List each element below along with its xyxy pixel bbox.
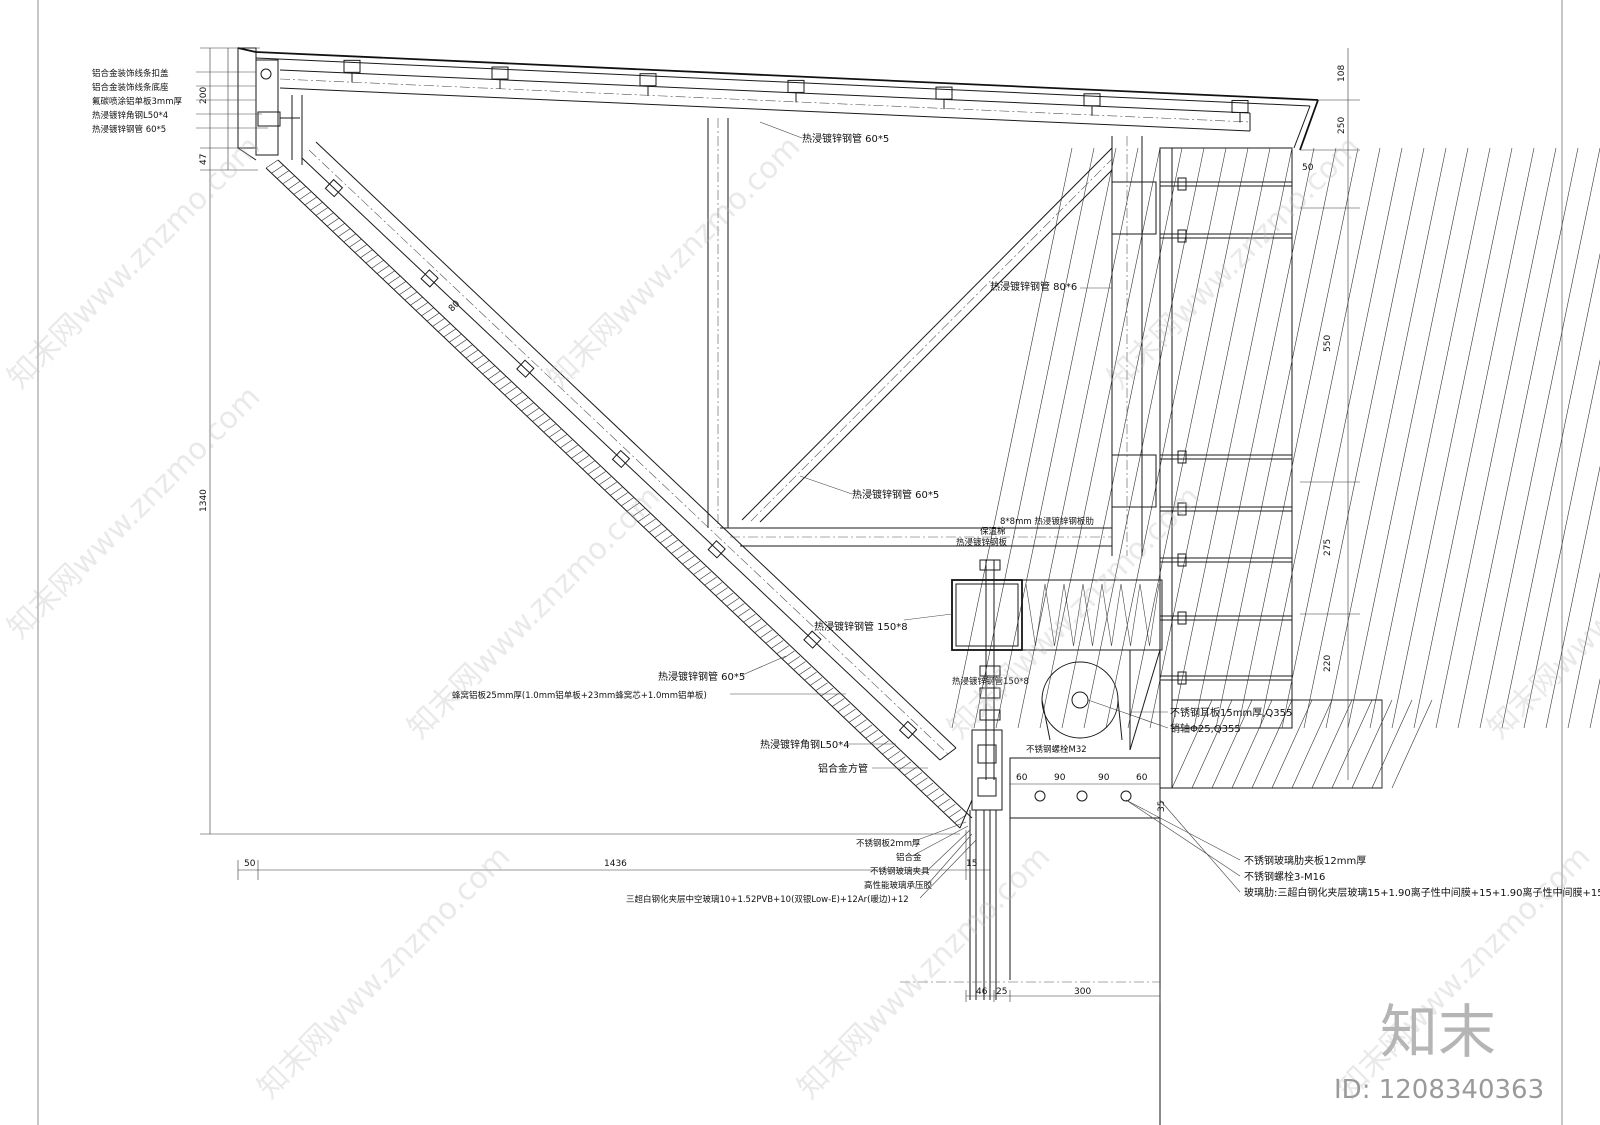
label-post-80x6: 热浸镀锌钢管 80*6 (990, 280, 1077, 293)
label-rib-plate: 8*8mm 热浸镀锌钢板肋 (1000, 516, 1094, 527)
labels-bottom: 不锈钢板2mm厚 铝合金 不锈钢玻璃夹具 高性能玻璃承压胶 三超白钢化夹层中空玻… (626, 821, 977, 905)
insulation-box (1021, 579, 1163, 651)
label-pin: 销轴Φ25,Q355 (1170, 722, 1241, 735)
dim-550: 550 (1323, 335, 1333, 352)
label-steel-plate: 热浸镀锌钢板 (956, 537, 1008, 548)
wall-anchors (1160, 177, 1292, 685)
label-cap: 铝合金装饰线条扣盖 (92, 68, 169, 79)
glass-clamp (959, 729, 1003, 829)
dimension-right: 108 250 550 275 220 50 80 (447, 48, 1360, 780)
label-angle: 热浸镀锌角钢L50*4 (92, 110, 168, 121)
dim-220: 220 (1323, 655, 1333, 672)
label-glass: 三超白钢化夹层中空玻璃10+1.52PVB+10(双银Low-E)+12Ar(暖… (626, 894, 909, 905)
label-honeycomb: 蜂窝铝板25mm厚(1.0mm铝单板+23mm蜂窝芯+1.0mm铝单板) (452, 690, 707, 701)
watermark-text: 知末网www.znzmo.com (1101, 129, 1367, 395)
diagonal-brace-60x5 (741, 147, 1113, 523)
dim-50: 50 (244, 859, 256, 869)
inner-post-left (291, 95, 303, 165)
dim-plate-60a: 60 (1016, 773, 1028, 783)
label-alu-tube: 铝合金方管 (818, 762, 868, 775)
watermark-text: 知末网www.znzmo.com (1, 379, 267, 645)
watermark-text: 知末网www.znzmo.com (251, 839, 517, 1105)
labels-left: 铝合金装饰线条扣盖 铝合金装饰线条底座 氟碳喷涂铝单板3mm厚 热浸镀锌角钢L5… (92, 68, 268, 135)
watermark-text: 知末网www.znzmo.com (401, 479, 667, 745)
dim-1340: 1340 (199, 489, 209, 512)
watermark-layer: 知末网www.znzmo.com 知末网www.znzmo.com 知末网www… (1, 129, 1600, 1105)
label-base: 铝合金装饰线条底座 (92, 82, 169, 93)
label-rib-clamp: 不锈钢玻璃肋夹板12mm厚 (1244, 854, 1366, 867)
label-sealant: 高性能玻璃承压胶 (864, 880, 933, 891)
label-bolt-m16: 不锈钢螺栓3-M16 (1244, 870, 1325, 883)
dim-108: 108 (1337, 65, 1347, 82)
glass-rib-plate (1009, 757, 1161, 1125)
label-alu-panel: 氟碳喷涂铝单板3mm厚 (92, 96, 182, 107)
label-clamp: 不锈钢玻璃夹具 (870, 866, 930, 877)
dim-1436: 1436 (604, 859, 627, 869)
dim-275: 275 (1323, 539, 1333, 556)
labels-frame: 热浸镀锌钢管 60*5 热浸镀锌钢管 80*6 热浸镀锌钢管 60*5 8*8m… (759, 121, 1112, 633)
sloped-honeycomb-panel (265, 159, 973, 829)
vertical-post-80x6 (1111, 136, 1157, 556)
image-id: ID: 1208340363 (1334, 1075, 1544, 1105)
labels-slope: 热浸镀锌钢管 60*5 蜂窝铝板25mm厚(1.0mm铝单板+23mm蜂窝芯+1… (452, 655, 928, 775)
bottom-chord (720, 527, 1112, 547)
dim-250: 250 (1337, 117, 1347, 134)
label-tube: 热浸镀锌钢管 60*5 (92, 124, 166, 135)
labels-connection: 热浸镀锌钢管150*8 不锈钢耳板15mm厚,Q355 销轴Φ25,Q355 不… (952, 676, 1292, 755)
vertical-glass (900, 810, 1160, 1000)
dimension-left: 200 47 1340 (199, 47, 960, 835)
label-lug: 不锈钢耳板15mm厚,Q355 (1170, 706, 1292, 719)
dim-47: 47 (199, 154, 209, 165)
concrete-wall (951, 147, 1600, 789)
dimension-bottom: 50 1436 15 46 25 300 (237, 830, 1161, 1002)
tube-150x8 (951, 579, 1023, 651)
bolt-rod (979, 559, 1001, 780)
watermark-text: 知末网www.znzmo.com (1, 129, 267, 395)
vertical-tube-middle (707, 118, 729, 528)
dim-slope-80: 80 (447, 299, 462, 314)
roof-cap (237, 47, 1319, 151)
brand-logo: 知末 (1380, 998, 1496, 1066)
slope-clips (324, 178, 918, 740)
watermark-text: 知末网www.znzmo.com (791, 839, 1057, 1105)
dim-300: 300 (1074, 987, 1091, 997)
label-slope-tube: 热浸镀锌钢管 60*5 (658, 670, 745, 683)
labels-bottom-right: 不锈钢玻璃肋夹板12mm厚 不锈钢螺栓3-M16 玻璃肋:三超白钢化夹层玻璃15… (1125, 799, 1600, 899)
dim-plate-90b: 90 (1098, 773, 1110, 783)
lug-plate (1041, 649, 1161, 751)
dim-200: 200 (199, 87, 209, 104)
sloped-tube-60x5 (301, 141, 957, 761)
dim-25: 25 (996, 987, 1007, 997)
label-tube-150: 热浸镀锌钢管 150*8 (814, 620, 908, 633)
label-tube-150-b: 热浸镀锌钢管150*8 (952, 676, 1029, 687)
dim-plate-35: 35 (1157, 801, 1167, 812)
label-alu: 铝合金 (896, 852, 922, 863)
label-bolt-m32: 不锈钢螺栓M32 (1026, 744, 1087, 755)
watermark-text: 知末网www.znzmo.com (541, 129, 807, 395)
label-glass-rib: 玻璃肋:三超白钢化夹层玻璃15+1.90离子性中间膜+15+1.90离子性中间膜… (1244, 886, 1600, 899)
top-clips (343, 59, 1249, 123)
plate-dimensions: 60 90 90 60 35 (1010, 773, 1167, 812)
dim-46: 46 (976, 987, 988, 997)
dim-bracket-50: 50 (1302, 163, 1314, 173)
top-chord-tube (279, 69, 1251, 132)
label-top-chord: 热浸镀锌钢管 60*5 (802, 132, 889, 145)
dim-15: 15 (966, 859, 977, 869)
label-slope-angle: 热浸镀锌角钢L50*4 (760, 738, 850, 751)
dim-plate-90a: 90 (1054, 773, 1066, 783)
label-insulation: 保温棉 (980, 526, 1006, 537)
label-ss-plate: 不锈钢板2mm厚 (856, 838, 921, 849)
dim-plate-60b: 60 (1136, 773, 1148, 783)
label-diagonal: 热浸镀锌钢管 60*5 (852, 488, 939, 501)
watermark-text: 知末网www.znzmo.com (1481, 479, 1600, 745)
